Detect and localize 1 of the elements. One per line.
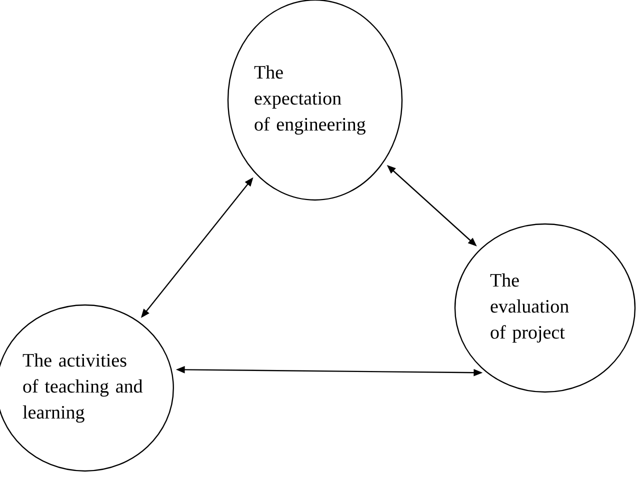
circle-node: The evaluation of project: [454, 223, 636, 393]
